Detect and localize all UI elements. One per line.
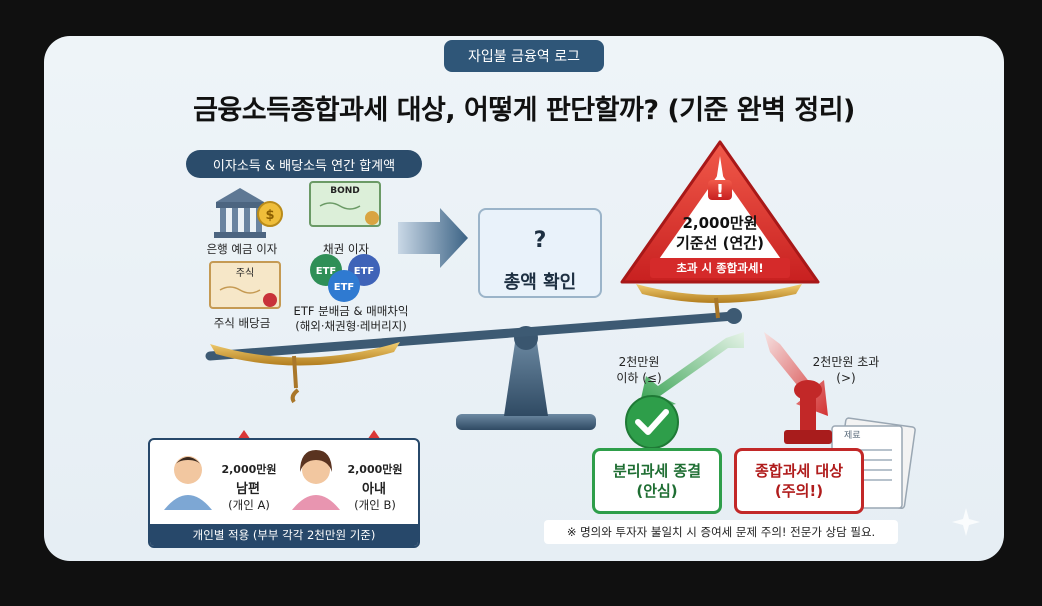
branch-right-line1: 2천만원 초과 bbox=[812, 355, 880, 369]
check-icon bbox=[625, 395, 679, 449]
wife-avatar-icon bbox=[292, 450, 340, 510]
stock-certificate-icon bbox=[209, 261, 281, 309]
threshold-ribbon: 초과 시 종합과세! bbox=[650, 258, 790, 278]
branch-left-line2: 이하 (≤) bbox=[616, 371, 662, 385]
bond-interest-label: 채권 이자 bbox=[323, 242, 369, 256]
husband-amount: 2,000만원 bbox=[221, 463, 277, 476]
wife-name: 아내 bbox=[362, 482, 386, 497]
etf-tag-2: ETF bbox=[353, 266, 375, 277]
comprehensive-result-line1: 종합과세 대상 bbox=[754, 462, 844, 480]
branch-left-line1: 2천만원 bbox=[618, 355, 660, 369]
comprehensive-result-line2: (주의!) bbox=[774, 482, 824, 500]
bond-certificate-icon bbox=[309, 181, 381, 227]
threshold-label: 기준선 (연간) bbox=[676, 234, 764, 252]
husband-name: 남편 bbox=[236, 482, 260, 497]
scale-base bbox=[456, 326, 596, 430]
separate-taxation-result: 분리과세 종결 (안심) bbox=[592, 448, 722, 514]
etf-tag-1: ETF bbox=[315, 266, 337, 277]
infographic-card: 자입불 금융역 로그 금융소득종합과세 대상, 어떻게 판단할까? (기준 완벽… bbox=[44, 36, 1004, 561]
comprehensive-taxation-result: 종합과세 대상 (주의!) bbox=[734, 448, 864, 514]
branch-left-label: 2천만원 이하 (≤) bbox=[604, 354, 674, 386]
paper-tag: 제료 bbox=[844, 431, 861, 441]
etf-tag-3: ETF bbox=[333, 282, 355, 293]
etf-label: ETF 분배금 & 매매차익 (해외·채권형·레버리지) bbox=[276, 304, 426, 334]
gift-tax-note: ※ 명의와 투자자 불일치 시 증여세 문제 주의! 전문가 상담 필요. bbox=[544, 520, 898, 544]
wife-amount: 2,000만원 bbox=[347, 463, 403, 476]
exclamation-icon: ! bbox=[708, 180, 732, 202]
etf-label-line1: ETF 분배금 & 매매차익 bbox=[293, 304, 409, 318]
etf-label-line2: (해외·채권형·레버리지) bbox=[295, 319, 407, 333]
svg-text:!: ! bbox=[716, 181, 724, 202]
bank-icon: $ bbox=[214, 188, 283, 238]
branch-right-line2: (>) bbox=[836, 371, 856, 385]
separate-result-line2: (안심) bbox=[636, 482, 678, 500]
threshold-warning-triangle bbox=[620, 140, 820, 284]
bank-interest-label: 은행 예금 이자 bbox=[206, 242, 278, 256]
page-title: 금융소득종합과세 대상, 어떻게 판단할까? (기준 완벽 정리) bbox=[193, 95, 855, 126]
total-check-label: 총액 확인 bbox=[503, 272, 577, 293]
question-mark: ? bbox=[533, 228, 547, 253]
husband-avatar-icon bbox=[164, 456, 212, 510]
people-footer: 개인별 적용 (부부 각각 2천만원 기준) bbox=[150, 524, 418, 546]
bond-tag: BOND bbox=[330, 186, 360, 196]
total-check-box: ? 총액 확인 bbox=[478, 208, 602, 298]
stock-tag: 주식 bbox=[235, 268, 255, 279]
etf-coins-icon bbox=[310, 254, 380, 302]
wife-sub: (개인 B) bbox=[354, 498, 396, 512]
svg-text:$: $ bbox=[265, 208, 274, 223]
branch-right-label: 2천만원 초과 (>) bbox=[796, 354, 896, 386]
income-header: 이자소득 & 배당소득 연간 합계액 bbox=[186, 150, 422, 178]
separate-result-line1: 분리과세 종결 bbox=[612, 462, 702, 480]
people-panel: 2,000만원 남편 (개인 A) 2,000만원 아내 (개인 B) 개인별 … bbox=[148, 438, 420, 548]
stock-dividend-label: 주식 배당금 bbox=[213, 316, 271, 330]
blog-label: 자입불 금융역 로그 bbox=[444, 40, 604, 72]
threshold-amount: 2,000만원 bbox=[682, 214, 758, 232]
sparkle-icon bbox=[952, 508, 980, 536]
husband-sub: (개인 A) bbox=[228, 498, 270, 512]
